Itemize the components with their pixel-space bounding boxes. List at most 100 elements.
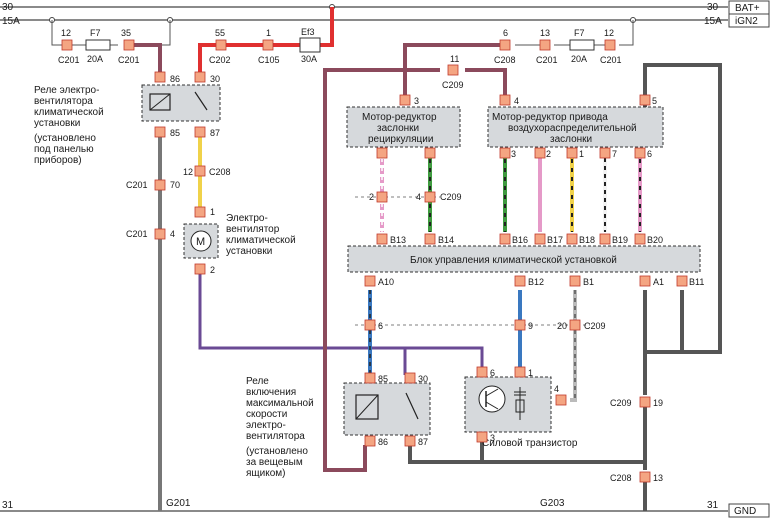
- relay2-caption-line: электро-: [246, 420, 286, 431]
- pin-label: B1: [583, 277, 594, 287]
- pin-label: 4: [554, 384, 559, 394]
- connector-marker: [123, 39, 135, 51]
- connector-marker: [566, 233, 578, 245]
- connector-marker: [476, 366, 488, 378]
- connector-marker: [194, 165, 206, 177]
- pin-label: B18: [579, 235, 595, 245]
- ign-rail-tag-box: [728, 13, 770, 28]
- relay-fan-ac-coil: [149, 93, 171, 111]
- pin-label: 9: [528, 321, 533, 331]
- connector-id-label: C201: [126, 180, 148, 190]
- air-motor-label: Мотор-редуктор привода: [492, 112, 608, 123]
- connector-marker: [194, 263, 206, 275]
- connector-id-label: C208: [494, 55, 516, 65]
- connector-id-label: C208: [610, 473, 632, 483]
- fuse-f7-left-name: F7: [90, 28, 101, 38]
- pin-label: 6: [503, 28, 508, 38]
- fuse-f7-right: F7 20A: [569, 28, 595, 64]
- pin-label: 19: [653, 398, 663, 408]
- recirc-motor-label: Мотор-редуктор: [362, 112, 437, 123]
- pin-label: B16: [512, 235, 528, 245]
- pin-label: 5: [652, 96, 657, 106]
- wires: [51, 7, 722, 511]
- ground-label-g201: G201: [166, 498, 191, 509]
- relay2-caption-line: скорости: [246, 409, 287, 420]
- connector-marker: [639, 396, 651, 408]
- relay1-caption-line: (установлено: [34, 133, 96, 144]
- connector-marker: [534, 233, 546, 245]
- climate-control-unit: Блок управления климатической установкой: [347, 245, 701, 273]
- connector-marker: [424, 191, 436, 203]
- relay1-caption-line: под панелью: [34, 144, 94, 155]
- connector-marker: [364, 435, 376, 447]
- pin-label: B14: [438, 235, 454, 245]
- gnd-rail: 31 31 GND: [0, 500, 770, 518]
- fuse-f7-right-rating: 20A: [571, 54, 587, 64]
- relay1-caption-line: Реле электро-: [34, 85, 99, 96]
- connector-marker: [364, 372, 376, 384]
- connector-marker: [634, 147, 646, 159]
- connector-marker: [61, 39, 73, 51]
- bat-rail-tag: BAT+: [735, 3, 760, 14]
- recirc-motor-label: заслонки: [377, 123, 419, 134]
- connector-marker: [569, 275, 581, 287]
- connector-marker: [534, 147, 546, 159]
- relay-fan-ac-caption: Реле электро- вентилятора климатической …: [34, 85, 104, 166]
- fuse-ef3: Ef3 30A: [301, 27, 317, 64]
- connector-marker: [539, 39, 551, 51]
- pin-label: 35: [121, 28, 131, 38]
- relay1-caption-line: установки: [34, 118, 80, 129]
- pin-label: 12: [604, 28, 614, 38]
- pin-label: 6: [647, 149, 652, 159]
- connector-marker: [566, 147, 578, 159]
- connector-marker: [424, 233, 436, 245]
- relay2-caption-line: ящиком): [246, 468, 285, 479]
- pin-label: 20: [557, 321, 567, 331]
- connector-id-label: C202: [209, 55, 231, 65]
- relay1-caption-line: климатической: [34, 107, 104, 118]
- relay2-caption-line: максимальной: [246, 398, 314, 409]
- ground-label-g203: G203: [540, 498, 565, 509]
- relay2-caption-line: включения: [246, 387, 296, 398]
- ign-rail-right-label: 15A: [704, 16, 722, 27]
- pin-label: 30: [418, 374, 428, 384]
- connector-marker: [499, 147, 511, 159]
- connector-marker: [499, 233, 511, 245]
- pin-label: 4: [514, 96, 519, 106]
- connector-marker: [424, 147, 436, 159]
- pin-label: 1: [579, 149, 584, 159]
- pin-label: 86: [170, 74, 180, 84]
- pin-label: 1: [528, 368, 533, 378]
- connector-id-label: C201: [58, 55, 80, 65]
- connector-marker: [364, 319, 376, 331]
- pin-label: 4: [170, 229, 175, 239]
- connector-marker: [154, 228, 166, 240]
- connector-marker: [399, 94, 411, 106]
- pin-label: 87: [418, 437, 428, 447]
- relay2-caption-line: Реле: [246, 376, 269, 387]
- fan-caption-line: вентилятор: [226, 224, 280, 235]
- ef3-fuse-body: [299, 37, 321, 53]
- connector-marker: [215, 39, 227, 51]
- power-transistor: Силовой транзистор: [464, 376, 578, 449]
- ign-rail-left-label: 15A: [2, 16, 20, 27]
- fuse-ef3-name: Ef3: [301, 27, 315, 37]
- connector-marker: [639, 94, 651, 106]
- relay-max-speed-caption: Реле включения максимальной скорости эле…: [246, 376, 314, 479]
- connector-marker: [154, 126, 166, 138]
- recirc-motor-label: рециркуляции: [368, 134, 433, 145]
- connector-marker: [364, 275, 376, 287]
- relay1-caption-line: приборов): [34, 154, 82, 166]
- pin-label: 85: [170, 128, 180, 138]
- pin-label: 4: [416, 192, 421, 202]
- connector-id-label: C201: [536, 55, 558, 65]
- recirc-motor: Мотор-редуктор заслонки рециркуляции: [346, 106, 461, 148]
- pin-label: 85: [378, 374, 388, 384]
- fuse-f7-left: F7 20A: [85, 28, 111, 64]
- fan-motor-symbol: M: [196, 236, 205, 248]
- connector-marker: [604, 39, 616, 51]
- pin-label: 2: [546, 149, 551, 159]
- pin-label: B13: [390, 235, 406, 245]
- connector-id-label: C201: [600, 55, 622, 65]
- relay2-caption-line: (установлено: [246, 446, 308, 457]
